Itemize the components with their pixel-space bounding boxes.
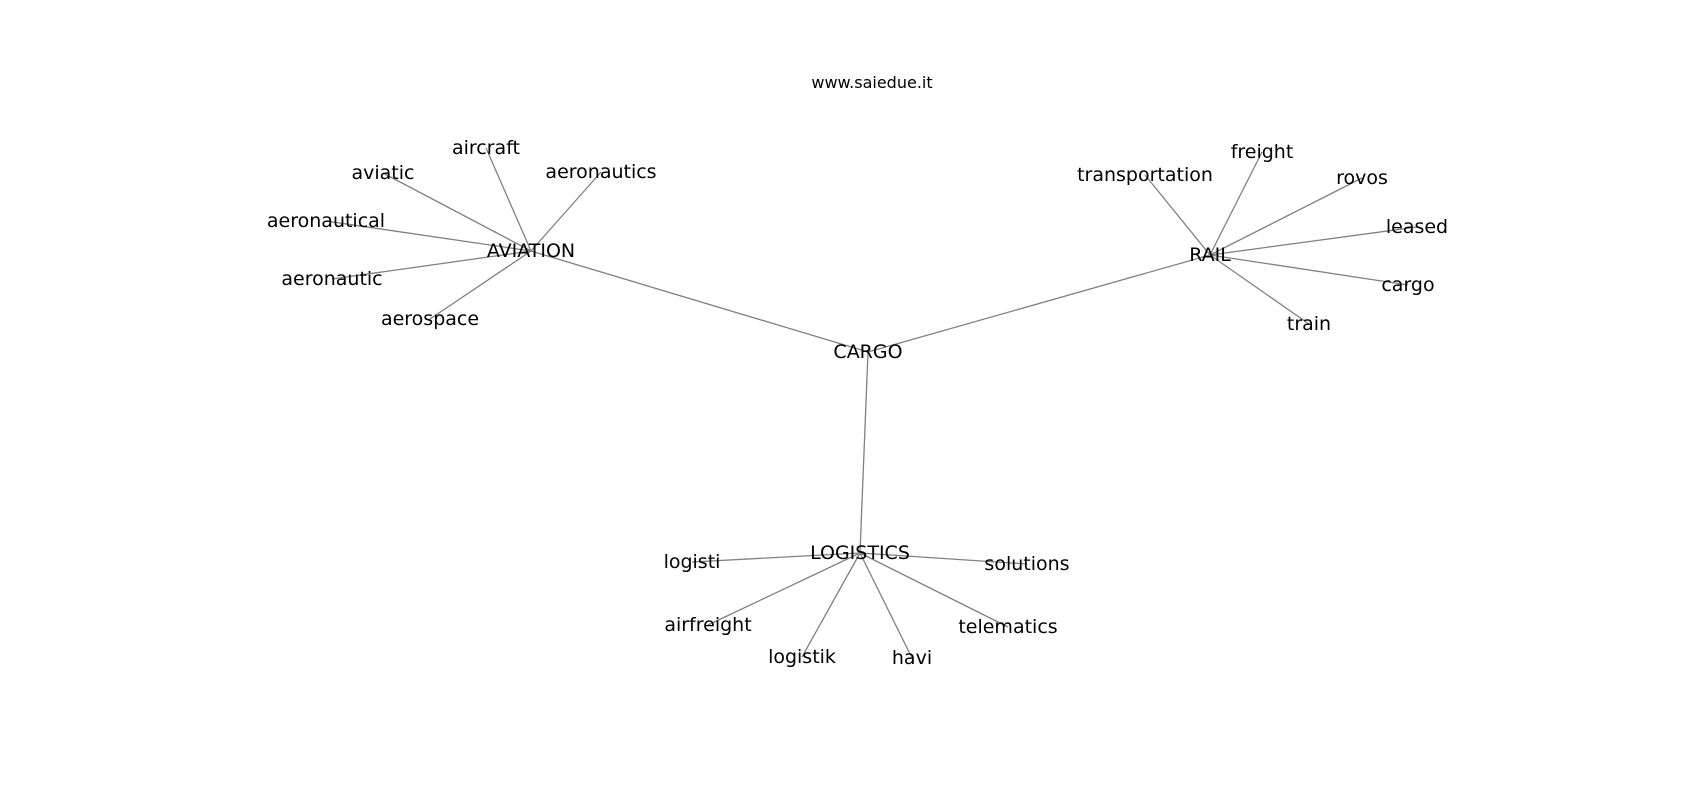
node-label-rail-term: transportation [1077,164,1213,186]
edge-cargo-aviation [530,250,869,353]
edge-rail-train [1209,254,1310,325]
edge-rail-transportation [1144,174,1211,256]
edge-rail-rovos [1209,177,1363,256]
edge-aviation-aviatic [382,172,532,252]
node-label-rail-term: freight [1231,141,1294,163]
edge-logistics-telematics [859,552,1009,628]
graph-edges [325,147,1418,659]
node-label-rail-term: train [1287,313,1331,335]
node-label-aviation-term: aircraft [452,137,520,159]
edge-logistics-solutions [859,552,1028,565]
edge-aviation-aerospace [429,250,532,320]
edge-rail-leased [1209,226,1418,256]
edge-aviation-aeronautics [530,171,602,252]
graph-node-labels: CARGO AVIATION aircraft aviatic aeronautics a… [267,137,1448,669]
node-label-logistics-term: airfreight [664,614,751,636]
node-label-logistics-term: solutions [984,553,1069,575]
node-label-rail: RAIL [1189,244,1231,266]
node-label-aviation-term: aeronautics [545,161,656,183]
edge-logistics-airfreight [707,552,861,626]
node-label-logistics-term: logistik [768,646,836,668]
node-label-aviation-term: aviatic [352,162,415,184]
node-label-rail-term: leased [1386,216,1448,238]
edge-rail-freight [1209,151,1263,256]
node-label-rail-term: rovos [1336,167,1388,189]
edge-aviation-aeronautic [331,250,532,280]
edge-cargo-rail [867,254,1211,353]
node-label-cargo-hub: CARGO [833,341,902,363]
node-label-logistics-term: logisti [664,551,721,573]
edge-aviation-aircraft [485,147,532,252]
edge-logistics-logistik [801,552,861,658]
watermark-text: www.saiedue.it [811,73,932,92]
edge-cargo-logistics [859,351,869,554]
node-label-logistics-term: telematics [958,616,1057,638]
edge-logistics-logisti [691,552,861,563]
node-label-aviation-term: aeronautical [267,210,385,232]
node-label-logistics: LOGISTICS [810,542,910,564]
edge-rail-cargo [1209,254,1409,286]
node-label-aviation-term: aerospace [381,308,479,330]
node-label-aviation: AVIATION [487,240,575,262]
node-label-rail-term: cargo [1381,274,1434,296]
edge-aviation-aeronautical [325,220,532,252]
edge-logistics-havi [859,552,913,659]
node-label-aviation-term: aeronautic [281,268,382,290]
node-label-logistics-term: havi [892,647,932,669]
